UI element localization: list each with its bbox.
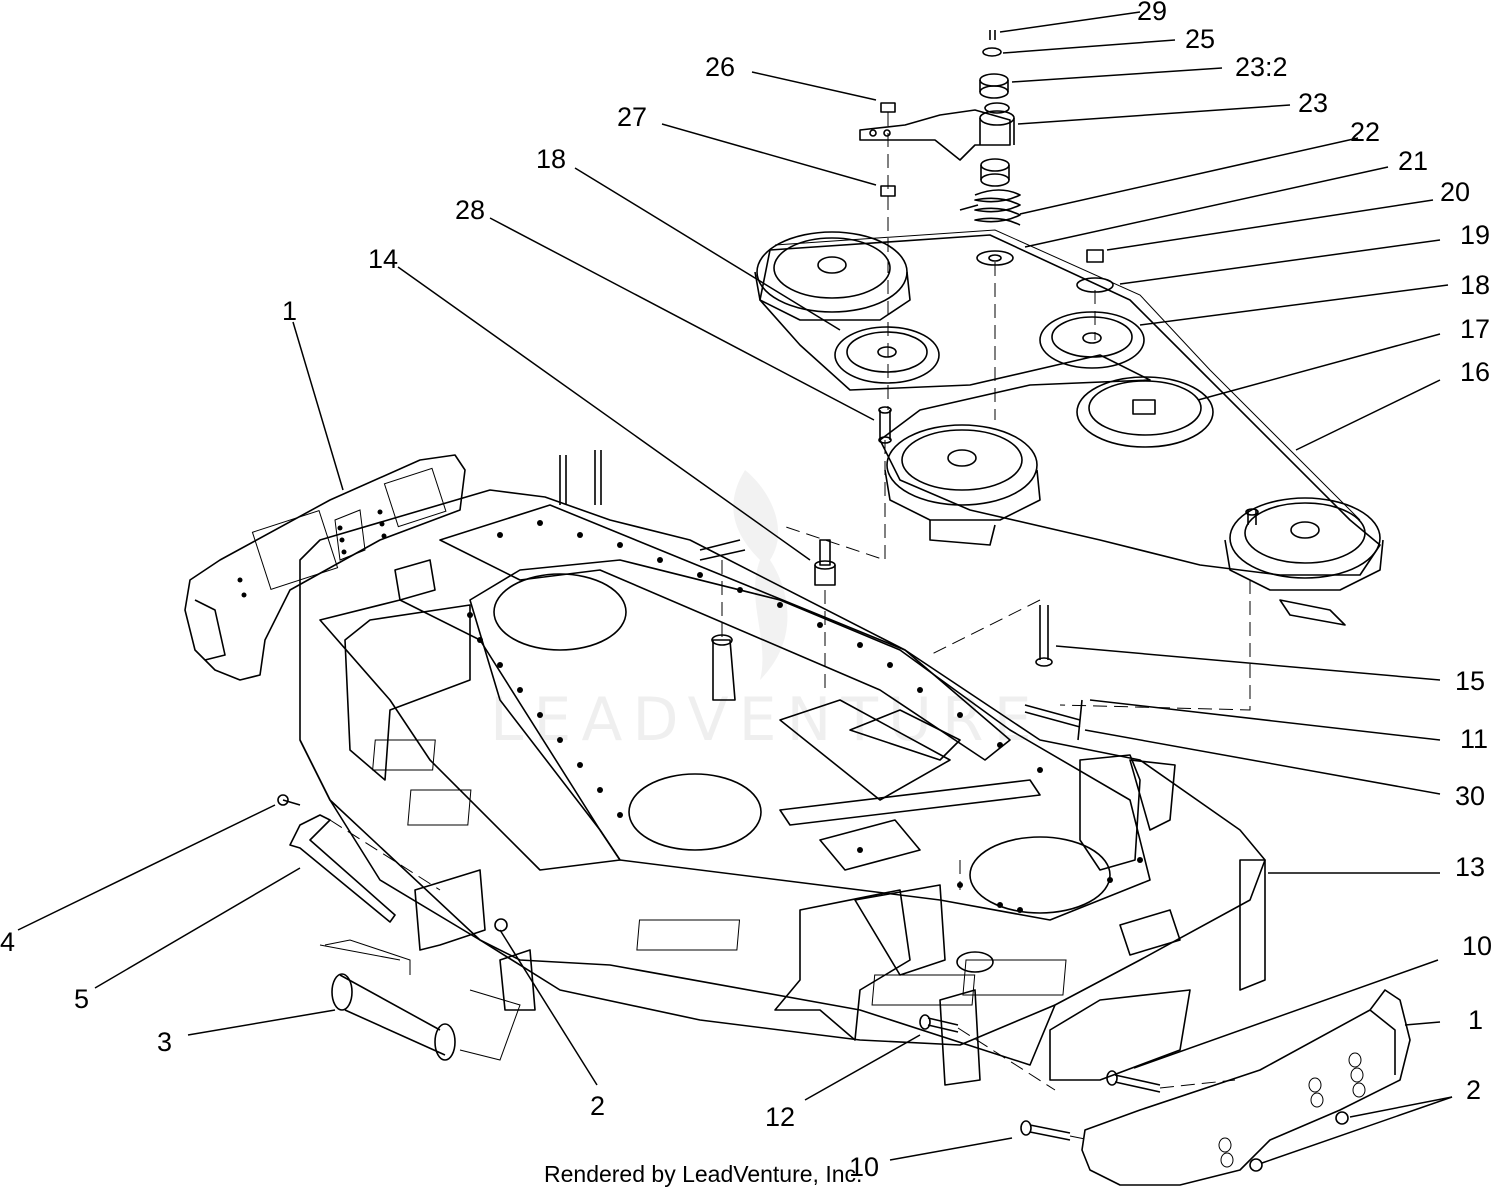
callout-15: 15 [1455, 666, 1485, 696]
callout-11: 11 [1460, 724, 1488, 754]
callout-18-right: 18 [1460, 270, 1490, 300]
callout-14: 14 [368, 244, 398, 274]
callout-18-left: 18 [536, 144, 566, 174]
callout-2-right: 2 [1466, 1075, 1481, 1105]
callout-17: 17 [1460, 314, 1490, 344]
callout-30: 30 [1455, 781, 1485, 811]
callout-10-lower: 10 [849, 1152, 879, 1182]
belt-drive-assembly [754, 229, 1384, 626]
callout-3: 3 [157, 1027, 172, 1057]
watermark: LEADVENTURE [490, 685, 1042, 755]
callout-21: 21 [1398, 146, 1428, 176]
callout-28: 28 [455, 195, 485, 225]
callout-25: 25 [1185, 24, 1215, 54]
anti-scalp-roller [319, 939, 521, 1061]
callout-22: 22 [1350, 117, 1380, 147]
callout-12: 12 [765, 1102, 795, 1132]
callout-23-2: 23:2 [1235, 52, 1288, 82]
callout-4: 4 [0, 927, 15, 957]
rivet-dots [467, 520, 1143, 913]
callout-16: 16 [1460, 357, 1490, 387]
watermark-flame-icon [733, 470, 788, 680]
assembly-axis-lines [329, 112, 1251, 1141]
mower-deck [299, 450, 1266, 1086]
callout-10-upper: 10 [1462, 931, 1492, 961]
roller-axle [277, 794, 396, 923]
callout-1-front: 1 [1468, 1005, 1483, 1035]
bumper-front [1081, 989, 1411, 1186]
bumper-rear [184, 454, 466, 681]
callout-5: 5 [74, 984, 89, 1014]
callout-13: 13 [1455, 852, 1485, 882]
idler-arm-assembly [494, 30, 1161, 1141]
callout-19: 19 [1460, 220, 1490, 250]
callout-29: 29 [1137, 0, 1167, 26]
callout-20: 20 [1440, 177, 1470, 207]
callout-23: 23 [1298, 88, 1328, 118]
leader-lines [17, 11, 1453, 1164]
footer-credit: Rendered by LeadVenture, Inc. [544, 1161, 862, 1187]
callout-26: 26 [705, 52, 735, 82]
callout-2-left: 2 [590, 1091, 605, 1121]
callout-1-rear: 1 [282, 296, 297, 326]
callout-27: 27 [617, 102, 647, 132]
